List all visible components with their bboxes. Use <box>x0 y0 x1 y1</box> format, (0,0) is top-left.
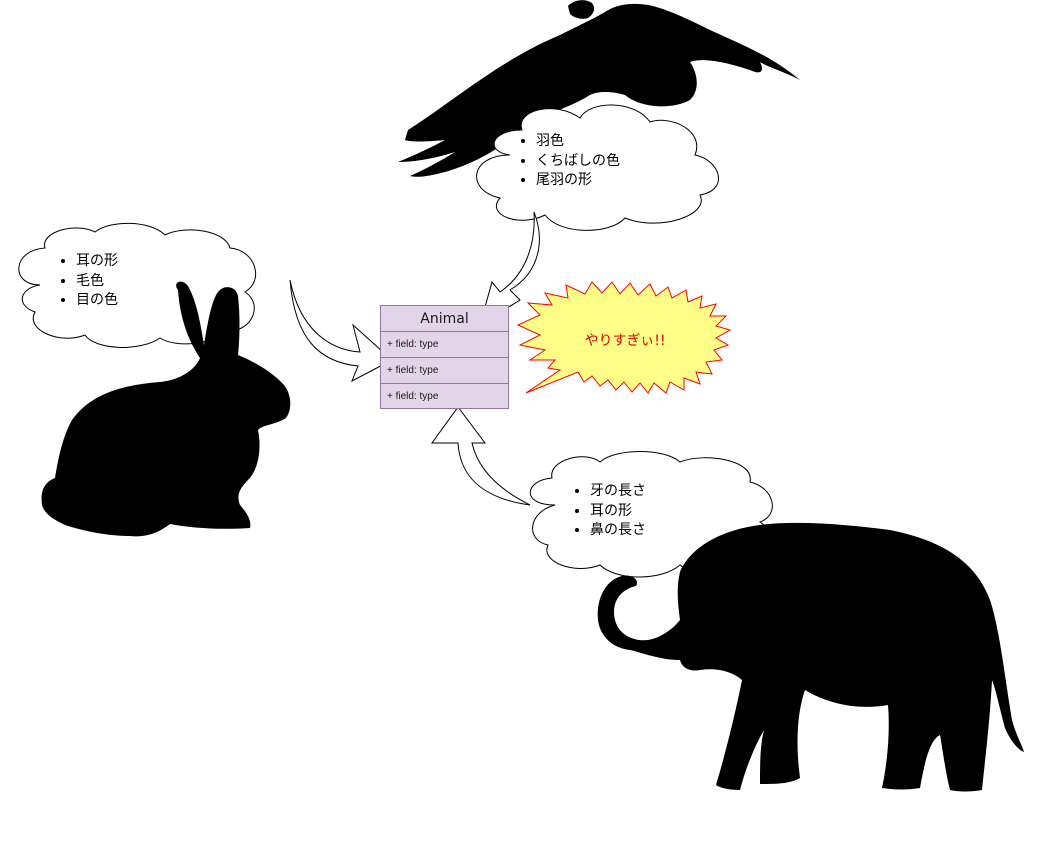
elephant-icon <box>597 522 1024 792</box>
list-item: 耳の形 <box>76 252 118 272</box>
shout-burst <box>516 281 732 394</box>
elephant-generalization-arrow <box>431 406 531 506</box>
class-name: Animal <box>381 306 508 332</box>
list-item: 鼻の長さ <box>590 521 646 541</box>
class-field: + field: type <box>387 391 439 402</box>
shout-text: やりすぎぃ!! <box>584 333 666 349</box>
rabbit-attributes-list: 耳の形 毛色 目の色 <box>58 252 118 311</box>
eagle-cloud <box>476 104 719 231</box>
animal-class-box[interactable]: Animal + field: type + field: type + fie… <box>380 305 509 409</box>
eagle-icon <box>398 0 800 177</box>
list-item: 羽色 <box>536 132 620 152</box>
list-item: 尾羽の形 <box>536 171 620 191</box>
class-field: + field: type <box>381 332 508 358</box>
eagle-attributes-list: 羽色 くちばしの色 尾羽の形 <box>518 132 620 191</box>
list-item: くちばしの色 <box>536 152 620 172</box>
rabbit-generalization-arrow <box>289 279 393 383</box>
elephant-attributes-list: 牙の長さ 耳の形 鼻の長さ <box>572 482 646 541</box>
list-item: 目の色 <box>76 291 118 311</box>
list-item: 耳の形 <box>590 502 646 522</box>
class-field: + field: type <box>381 358 508 384</box>
list-item: 毛色 <box>76 272 118 292</box>
rabbit-icon <box>41 281 291 537</box>
list-item: 牙の長さ <box>590 482 646 502</box>
